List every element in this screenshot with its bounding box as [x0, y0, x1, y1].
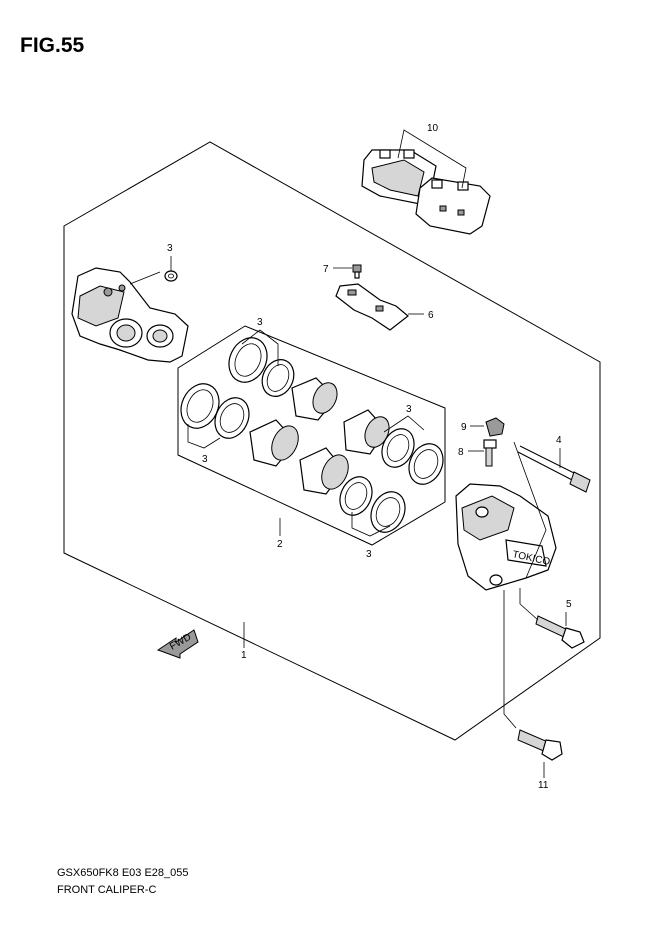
piston [343, 409, 390, 455]
callout-11: 11 [538, 780, 549, 791]
seal-ring [339, 476, 373, 516]
seal-kit-frame [177, 325, 446, 546]
seal-ring [214, 397, 250, 439]
callout-7: 7 [323, 264, 329, 275]
seal-ring [408, 443, 444, 485]
callout-4: 4 [556, 435, 562, 446]
callout-3: 3 [406, 404, 412, 415]
callout-2: 2 [277, 539, 283, 550]
pad-spring-part [335, 283, 409, 331]
screw-part [352, 264, 362, 279]
assembly-outline [63, 141, 601, 741]
figure-title: FIG.55 [20, 34, 85, 57]
callout-3: 3 [257, 317, 263, 328]
callout-3: 3 [202, 454, 208, 465]
washer-part [164, 270, 178, 282]
mounting-bolt-part [517, 729, 563, 761]
caliper-pin-part [517, 445, 591, 493]
bleeder-cap-part [485, 417, 505, 437]
piston [249, 419, 299, 467]
callout-5: 5 [566, 599, 572, 610]
caliper-housing-right: TOKICO [455, 483, 557, 591]
diagram-code: GSX650FK8 E03 E28_055 [57, 867, 189, 879]
diagram-name: FRONT CALIPER-C [57, 884, 157, 896]
brake-pad-lower [415, 177, 491, 235]
mounting-bolt-part [535, 615, 585, 649]
piston [291, 377, 338, 421]
caliper-housing-left [71, 267, 189, 363]
seal-ring [381, 428, 415, 468]
callout-3: 3 [366, 549, 372, 560]
callout-9: 9 [461, 422, 467, 433]
seal-ring [180, 383, 220, 429]
seal-ring [261, 359, 295, 397]
brake-pad-upper [361, 149, 437, 205]
callout-8: 8 [458, 447, 464, 458]
callout-6: 6 [428, 310, 434, 321]
piston [299, 447, 349, 495]
seal-ring [228, 337, 268, 383]
callout-1: 1 [241, 650, 247, 661]
callout-10: 10 [427, 123, 439, 134]
bleeder-valve-part [483, 439, 497, 467]
callout-3: 3 [167, 243, 173, 254]
forward-arrow-icon: FWD [156, 629, 199, 659]
